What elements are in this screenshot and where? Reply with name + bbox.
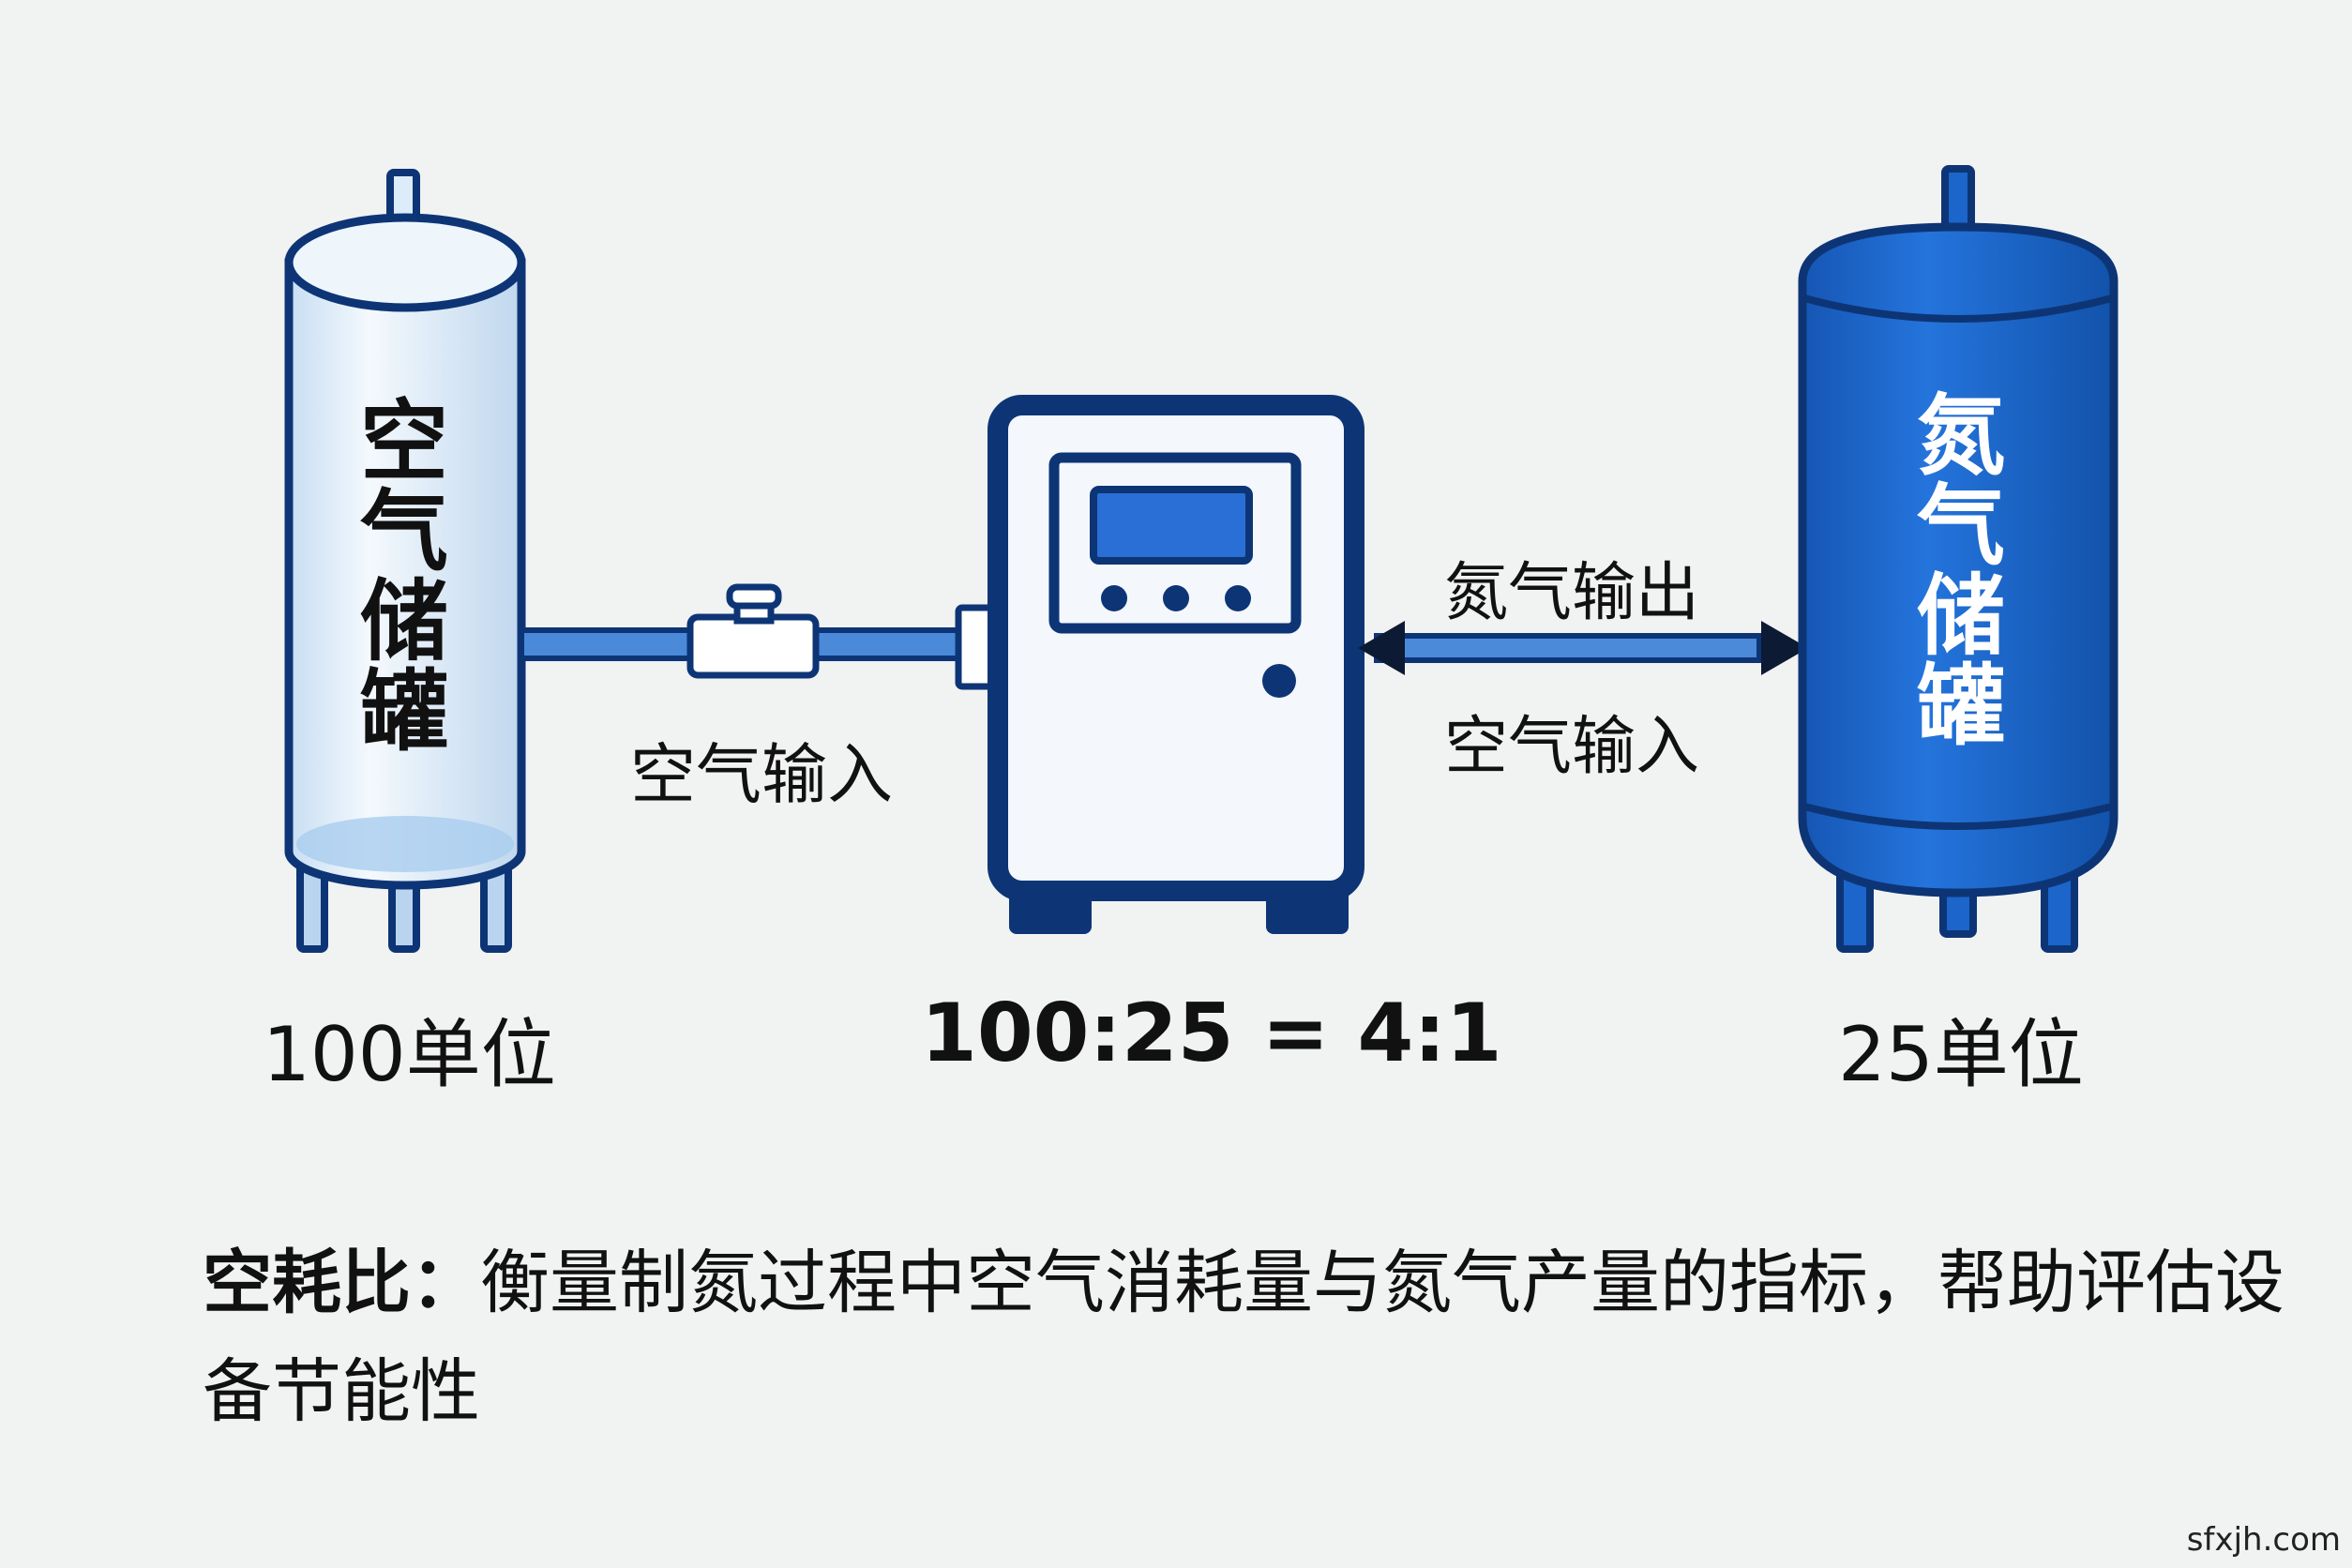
valve-icon — [686, 583, 820, 679]
air-tank-label: 空 气 储 罐 — [353, 398, 456, 758]
air-tank-water — [296, 816, 514, 872]
n2-tank-body — [1798, 222, 2118, 897]
description-text: 衡量制氮过程中空气消耗量与氮气产量的指标，帮助评估设备节能性 — [203, 1243, 2284, 1432]
air-amount-label: 100单位 — [263, 1011, 556, 1098]
n2-tank-top-seam — [1802, 294, 2114, 323]
n2-tank-bottom-seam — [1803, 803, 2113, 830]
nitrogen-generator — [955, 395, 1364, 934]
display-screen — [1090, 486, 1253, 565]
air-tank-label-char: 空 — [359, 391, 448, 493]
air-input-label-left: 空气输入 — [630, 736, 893, 813]
air-input-pipe — [519, 583, 965, 679]
air-input-label-right: 空气输入 — [1444, 710, 1700, 784]
nitrogen-tank-label: 氮 气 储 罐 — [1909, 392, 2013, 752]
watermark: sfxjh.com — [2186, 1521, 2341, 1559]
nitrogen-amount-label: 25单位 — [1838, 1011, 2084, 1098]
air-tank-label-char: 储 — [359, 571, 448, 673]
description: 空耗比：衡量制氮过程中空气消耗量与氮气产量的指标，帮助评估设备节能性 — [203, 1229, 2284, 1446]
ratio-label: 100:25 = 4:1 — [921, 987, 1502, 1080]
air-storage-tank — [284, 169, 526, 953]
air-tank-body — [284, 258, 526, 890]
control-button-1 — [1101, 585, 1127, 611]
nitrogen-storage-tank — [1798, 165, 2118, 953]
left-arrow-icon — [1358, 621, 1405, 675]
description-term: 空耗比： — [203, 1243, 480, 1323]
control-button-2 — [1163, 585, 1189, 611]
door-knob — [1262, 664, 1296, 698]
nitrogen-tank-label-char: 氮 — [1916, 385, 2005, 488]
control-button-3 — [1225, 585, 1251, 611]
right-arrow-icon — [1761, 621, 1808, 675]
nitrogen-output-pipe — [1358, 621, 1808, 675]
nitrogen-tank-label-char: 罐 — [1916, 656, 2005, 758]
nitrogen-tank-label-char: 气 — [1916, 475, 2005, 578]
nitrogen-output-label: 氮气输出 — [1444, 556, 1700, 630]
nitrogen-tank-label-char: 储 — [1916, 565, 2005, 668]
air-tank-label-char: 气 — [359, 481, 448, 583]
air-tank-top-ellipse — [284, 213, 526, 312]
air-tank-label-char: 罐 — [359, 661, 448, 763]
